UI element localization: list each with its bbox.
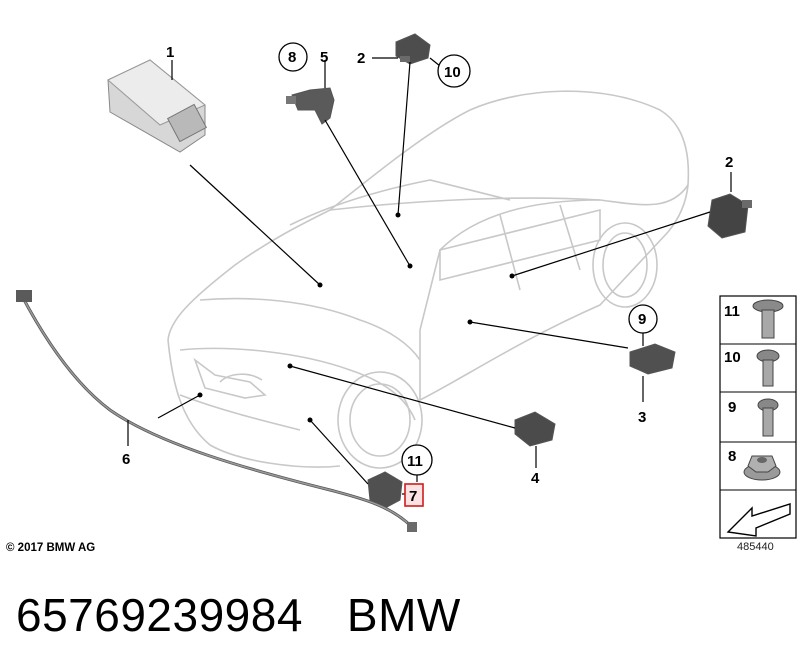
callout-3: 3 xyxy=(638,409,646,426)
sensor-part-4 xyxy=(514,411,556,447)
sensor-part-2-top xyxy=(395,33,431,65)
legend-label-8: 8 xyxy=(728,448,736,465)
wiring-harness-part-6 xyxy=(16,290,417,532)
copyright-text: © 2017 BMW AG xyxy=(6,542,96,554)
highlight-box-7 xyxy=(404,483,424,507)
callout-2-right: 2 xyxy=(725,154,733,171)
callout-9: 9 xyxy=(638,311,646,328)
footer: 65769239984 BMW xyxy=(16,588,461,642)
callout-7: 7 xyxy=(409,488,417,505)
callout-2-top: 2 xyxy=(357,50,365,67)
screw-11-icon xyxy=(752,299,784,339)
callout-4: 4 xyxy=(531,470,540,487)
callout-8: 8 xyxy=(288,49,296,66)
leader-lines xyxy=(127,57,732,495)
legend-label-10: 10 xyxy=(724,349,741,366)
car-outline xyxy=(167,90,690,469)
callout-1: 1 xyxy=(166,44,174,61)
brand-name: BMW xyxy=(346,589,461,641)
sensor-bracket-part-5 xyxy=(286,87,335,125)
sensor-part-3 xyxy=(629,343,676,375)
nut-8-icon xyxy=(743,455,781,481)
sensor-part-2-right xyxy=(707,193,752,239)
leader-dots xyxy=(197,212,515,423)
diagram-reference-number: 485440 xyxy=(737,541,774,553)
callout-6: 6 xyxy=(122,451,130,468)
legend-label-11: 11 xyxy=(724,303,740,320)
fastener-legend: 11 10 9 8 xyxy=(719,295,797,539)
callout-10: 10 xyxy=(444,64,461,81)
sensor-part-7 xyxy=(367,471,403,509)
callout-11: 11 xyxy=(407,453,423,470)
control-unit-part xyxy=(107,59,208,153)
legend-label-9: 9 xyxy=(728,399,736,416)
callout-5: 5 xyxy=(320,49,328,66)
bolt-10-icon xyxy=(756,349,780,387)
arrow-icon xyxy=(726,503,791,537)
part-number: 65769239984 xyxy=(16,589,303,641)
screw-9-icon xyxy=(757,398,779,437)
